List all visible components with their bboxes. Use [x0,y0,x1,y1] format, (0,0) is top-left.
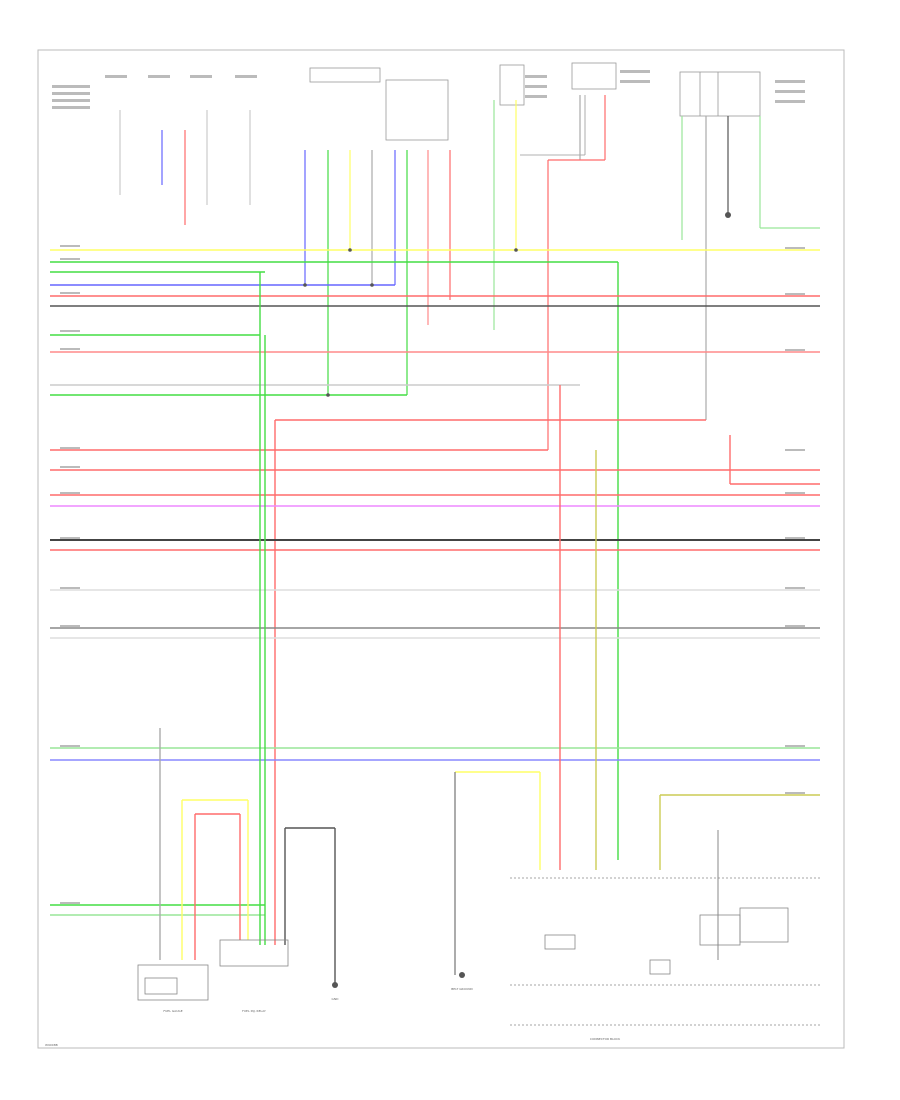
top-components [309,62,761,156]
horizontal-wires [50,249,820,945]
fuel-gauge-label: FUEL GAUGE [163,1009,182,1013]
connector-block-label: CONNECTOR BLOCK [590,1037,621,1041]
ground-label: GND [332,997,340,1001]
footer-code: W9008B [45,1043,58,1047]
tiny-labels [52,70,805,904]
fuel-inj-relay-label: FUEL INJ. RELAY [242,1009,266,1013]
bottom-components [137,877,820,1026]
top-vertical-wires [119,95,820,450]
vertical-runs [159,272,719,985]
belt-ground-label: BELT GROUND [451,987,473,991]
diagram-frame [37,49,845,1049]
junction-dots [303,212,731,988]
